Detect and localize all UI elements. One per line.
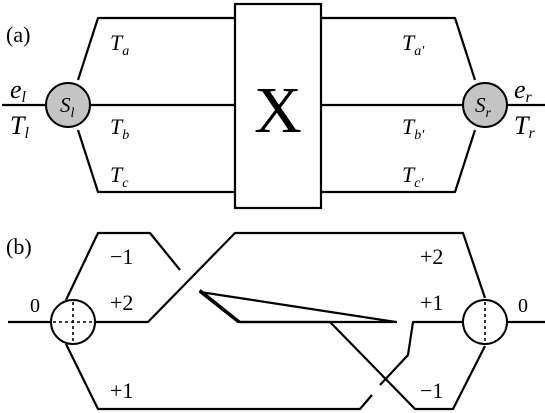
right-zero-label: 0 [518,295,528,317]
label-t-a-prime: Ta' [402,30,425,59]
right-label-minus-1: −1 [420,378,443,403]
right-label-plus-2: +2 [420,244,443,269]
left-port-e: el [10,75,27,106]
crossing-wire-a [199,289,486,411]
right-node-circle [462,82,508,128]
left-zero-label: 0 [30,295,40,317]
label-t-b: Tb [110,114,129,143]
panel-a: (a) X Sl Sr el [2,2,545,210]
right-wire-c [321,129,477,194]
right-port-e: er [514,75,533,106]
left-port-t: Tl [10,111,29,142]
left-wire-c [76,129,235,194]
label-t-b-prime: Tb' [402,114,425,143]
label-t-c: Tc [110,162,129,191]
left-middle-wire [94,231,487,324]
scatterer-label: X [254,74,302,147]
right-node: Sr [462,82,508,128]
right-port-t: Tr [514,111,535,142]
left-node-circle [45,82,91,128]
panel-b-label: (b) [6,234,32,259]
left-node-label: Sl [60,93,75,121]
left-label-plus-1: +1 [110,378,133,403]
left-upper-continuation [198,290,398,324]
left-lower-wire [65,343,373,411]
label-t-a: Ta [110,30,129,59]
right-wire-a [321,16,477,81]
left-wire-a [76,16,235,81]
right-label-plus-1: +1 [420,290,443,315]
right-node-label: Sr [475,93,492,121]
scatterer-box [233,2,323,210]
left-upper-stub [65,231,181,301]
panel-b: (b) 0 0 −1 +2 +1 +2 +1 −1 [6,231,545,411]
label-t-c-prime: Tc' [402,162,424,191]
left-label-minus-1: −1 [110,244,133,269]
right-upper-wire [379,320,463,386]
left-label-plus-2: +2 [110,290,133,315]
panel-a-label: (a) [6,22,30,47]
left-node: Sl [45,82,91,128]
